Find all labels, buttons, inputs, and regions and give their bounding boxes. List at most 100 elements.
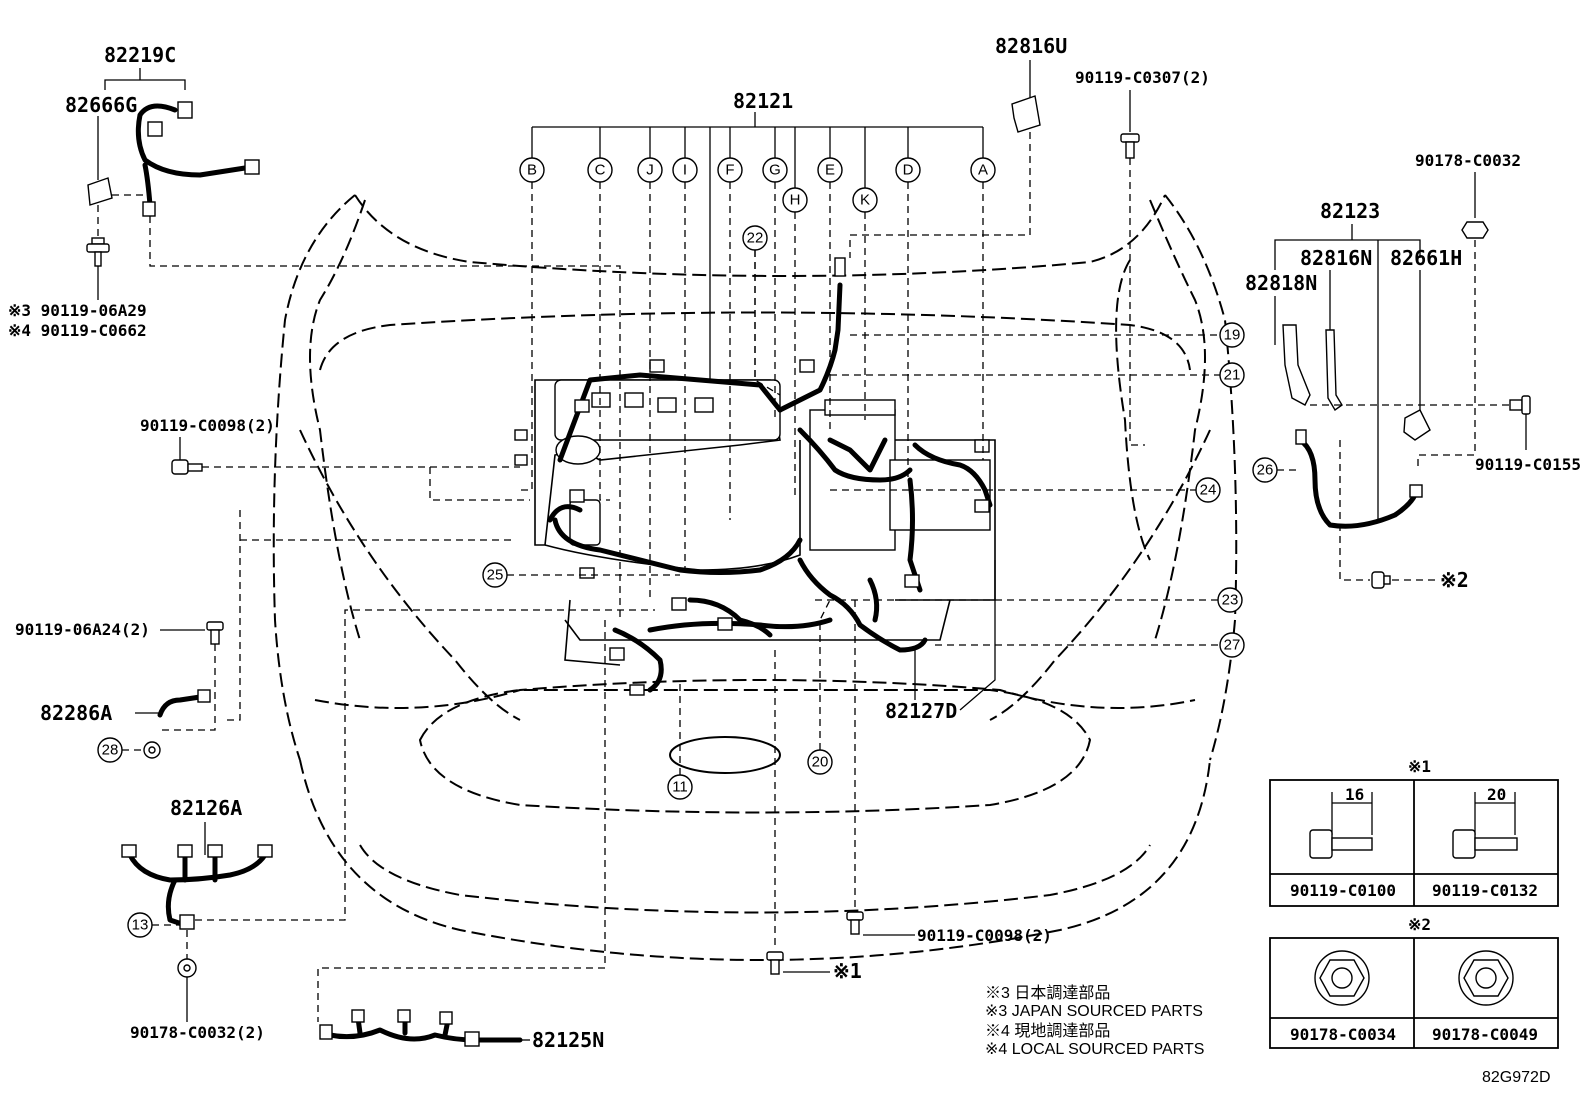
svg-text:28: 28: [102, 742, 119, 759]
svg-text:27: 27: [1224, 637, 1241, 654]
flange-nut-icon: [1314, 950, 1370, 1006]
svg-text:D: D: [903, 162, 914, 179]
note-local-jp: ※4 現地調達部品: [985, 1022, 1110, 1040]
ref-27: 27: [1219, 632, 1245, 658]
part-82125N: 82125N: [532, 1028, 604, 1052]
svg-text:20: 20: [812, 754, 829, 771]
group-82126A: 82126A 90178-C0032(2): [121, 609, 655, 1042]
svg-text:21: 21: [1224, 367, 1241, 384]
ref-19: 19: [1219, 322, 1245, 348]
svg-text:13: 13: [132, 917, 149, 934]
legend-star2-part-left: 90178-C0034: [1290, 1025, 1396, 1044]
diagram-code: 82G972D: [1482, 1069, 1551, 1086]
star2-ref-right: ※2: [1440, 568, 1469, 592]
svg-text:26: 26: [1257, 462, 1274, 479]
svg-text:11: 11: [672, 779, 688, 796]
group-82127D: 82127D: [885, 560, 996, 723]
part-bolt-C0098-left: 90119-C0098(2): [140, 416, 275, 435]
engine-assembly: [534, 379, 996, 666]
letter-G: G: [762, 157, 788, 183]
ref-20: 20: [807, 749, 833, 775]
group-82123: 90178-C0032 82123 82816N 82661H 82818N ※…: [1245, 151, 1581, 592]
legend-star2-title: ※2: [1408, 915, 1431, 934]
legend-star2: ※2 90178-C0034 90178-C0049: [1269, 915, 1559, 1049]
part-82126A: 82126A: [170, 796, 242, 820]
letter-B: B: [519, 157, 545, 183]
part-82121: 82121: [733, 89, 793, 113]
group-90119-C0098-bottom: 90119-C0098(2) ※1: [766, 600, 1052, 983]
svg-text:25: 25: [487, 567, 504, 584]
number-leader-lines: [122, 250, 1300, 926]
group-82125N: 82125N: [317, 620, 606, 1052]
bracket-82818N: [1282, 324, 1311, 406]
part-bolt-C0307: 90119-C0307(2): [1075, 68, 1210, 87]
svg-text:I: I: [683, 162, 687, 179]
bracket-82816N: [1325, 329, 1343, 412]
sourcing-notes: ※3 日本調達部品 ※3 JAPAN SOURCED PARTS ※4 現地調達…: [985, 984, 1204, 1058]
part-nut-C0032-top: 90178-C0032: [1415, 151, 1521, 170]
part-82127D: 82127D: [885, 699, 957, 723]
part-bolt-C0155: 90119-C0155: [1475, 455, 1581, 474]
ref-13: 13: [127, 912, 153, 938]
bracket-icon: [1011, 95, 1041, 133]
group-82816U: 82816U: [849, 34, 1067, 258]
ref-23: 23: [1217, 587, 1243, 613]
letter-K: K: [852, 187, 878, 213]
ref-28: 28: [97, 737, 123, 763]
part-bolt-06A29: ※3 90119-06A29: [8, 301, 147, 320]
part-82816U: 82816U: [995, 34, 1067, 58]
note-japan-jp: ※3 日本調達部品: [985, 984, 1110, 1002]
legend-star1-title: ※1: [1408, 757, 1431, 776]
ref-25: 25: [482, 562, 508, 588]
bolt-icon: [171, 459, 203, 475]
svg-text:24: 24: [1200, 482, 1217, 499]
part-82219C: 82219C: [104, 43, 176, 67]
group-82219C: 82219C 82666G ※3 90119-06A29 ※4 90119-C0…: [8, 43, 621, 620]
nut-icon: [1371, 571, 1391, 589]
ref-11: 11: [667, 774, 693, 800]
bolt-icon: [1509, 395, 1531, 415]
bolt-icon: [1452, 792, 1518, 859]
part-bolt-C0662: ※4 90119-C0662: [8, 321, 147, 340]
legend-star1-part-right: 90119-C0132: [1432, 881, 1538, 900]
svg-text:H: H: [790, 192, 801, 209]
svg-text:22: 22: [747, 230, 764, 247]
letter-I: I: [672, 157, 698, 183]
bolt-icon: [1120, 133, 1140, 159]
group-82286A: 90119-06A24(2) 82286A: [15, 510, 515, 759]
callout-bracket-82121: [531, 112, 984, 380]
svg-text:F: F: [725, 162, 734, 179]
legend-star1: ※1 16 20 90119-C0100 90119-C0132: [1269, 757, 1559, 907]
letter-D: D: [895, 157, 921, 183]
bolt-icon: [86, 237, 110, 267]
letter-H: H: [782, 187, 808, 213]
legend-star1-part-left: 90119-C0100: [1290, 881, 1396, 900]
clip-82661H: [1403, 409, 1431, 441]
part-82286A: 82286A: [40, 701, 112, 725]
legend-star2-part-right: 90178-C0049: [1432, 1025, 1538, 1044]
part-82818N: 82818N: [1245, 271, 1317, 295]
letter-leader-lines: [520, 182, 984, 600]
main-harness-82121: [514, 257, 993, 696]
callout-letters: B C J I F G H E K D A: [519, 157, 996, 213]
svg-text:A: A: [978, 162, 988, 179]
part-82123: 82123: [1320, 199, 1380, 223]
note-local-en: ※4 LOCAL SOURCED PARTS: [985, 1041, 1204, 1058]
svg-text:J: J: [646, 162, 654, 179]
svg-text:19: 19: [1224, 327, 1241, 344]
star1-ref-bottom: ※1: [833, 959, 862, 983]
vehicle-body-outline: [272, 194, 1238, 961]
part-bolt-C0098-bottom: 90119-C0098(2): [917, 926, 1052, 945]
svg-text:K: K: [860, 192, 870, 209]
part-82816N: 82816N: [1300, 246, 1372, 270]
nut-icon: [143, 741, 161, 759]
ref-22: 22: [742, 225, 768, 251]
bolt-icon: [206, 621, 224, 645]
svg-text:C: C: [595, 162, 606, 179]
part-82661H: 82661H: [1390, 246, 1462, 270]
circled-numbers: 22 19 21 24 26 25 23 27 28 13 11 20: [97, 225, 1278, 938]
part-nut-C0032-bottom: 90178-C0032(2): [130, 1023, 265, 1042]
nut-icon: [1461, 221, 1489, 239]
bolt-icon: [1309, 792, 1373, 859]
